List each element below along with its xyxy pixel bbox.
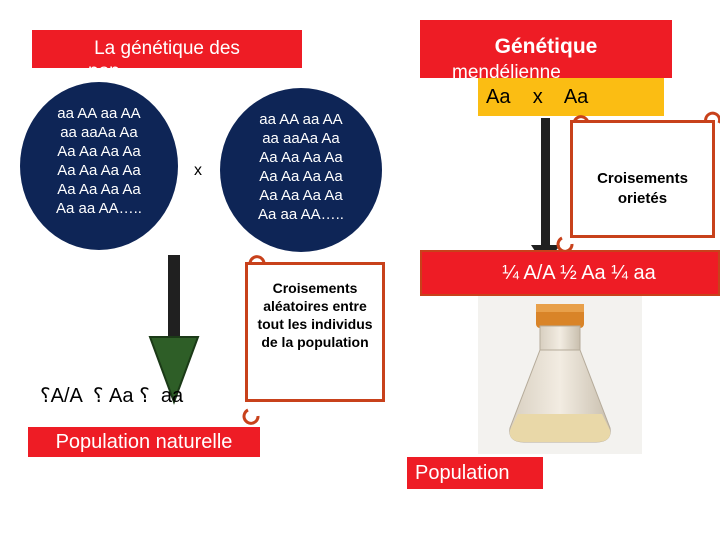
- left-population: aa AA aa AA aa aaAa Aa Aa Aa Aa Aa Aa Aa…: [20, 82, 178, 250]
- population-line: Aa Aa Aa Aa: [259, 187, 343, 204]
- random-crossing-scroll: Croisements aléatoires entre tout les in…: [245, 262, 385, 402]
- left-title-text: La génétique des: [94, 38, 240, 59]
- oriented-crossing-text: Croisements orietés: [597, 170, 688, 207]
- cross-box-text: Aa x Aa: [486, 86, 589, 108]
- right-title-frame: Génétique: [420, 20, 672, 78]
- population-line: aa aaAa Aa: [60, 124, 138, 141]
- left-title: La génétique des: [32, 30, 302, 68]
- population-line: aa aaAa Aa: [262, 130, 340, 147]
- random-crossing-text: Croisements aléatoires entre tout les in…: [257, 280, 373, 350]
- left-result: ؟A/A ؟ Aa ؟ aa: [40, 385, 184, 407]
- right-population: aa AA aa AA aa aaAa Aa Aa Aa Aa Aa Aa Aa…: [220, 88, 382, 252]
- population-line: Aa Aa Aa Aa: [57, 162, 141, 179]
- cross-sign: x: [194, 162, 202, 179]
- population-line: Aa aa AA…..: [258, 206, 344, 223]
- lab-population-label: Population: [405, 455, 545, 491]
- population-line: Aa Aa Aa Aa: [259, 149, 343, 166]
- right-result: ¼ A/A ½ Aa ¼ aa: [420, 250, 720, 296]
- cross-box: Aa x Aa: [478, 78, 664, 116]
- population-line: Aa Aa Aa Aa: [57, 143, 141, 160]
- down-arrow-left: [148, 255, 200, 405]
- left-title-overflow: pop: [88, 60, 188, 70]
- flask-image: [478, 296, 642, 454]
- right-title-text: Génétique: [494, 35, 598, 58]
- natural-population-label: Population naturelle: [26, 425, 262, 459]
- population-line: aa AA aa AA: [57, 105, 141, 122]
- flask-photo-icon: [478, 296, 642, 454]
- down-arrow-right: [531, 118, 560, 266]
- population-line: aa AA aa AA: [259, 111, 343, 128]
- right-result-text: ¼ A/A ½ Aa ¼ aa: [502, 262, 656, 284]
- population-line: Aa Aa Aa Aa: [259, 168, 343, 185]
- right-title-overflow: mendélienne: [452, 62, 561, 78]
- oriented-crossing-scroll: Croisements orietés: [570, 120, 715, 238]
- population-line: Aa aa AA…..: [56, 200, 142, 217]
- population-line: Aa Aa Aa Aa: [57, 181, 141, 198]
